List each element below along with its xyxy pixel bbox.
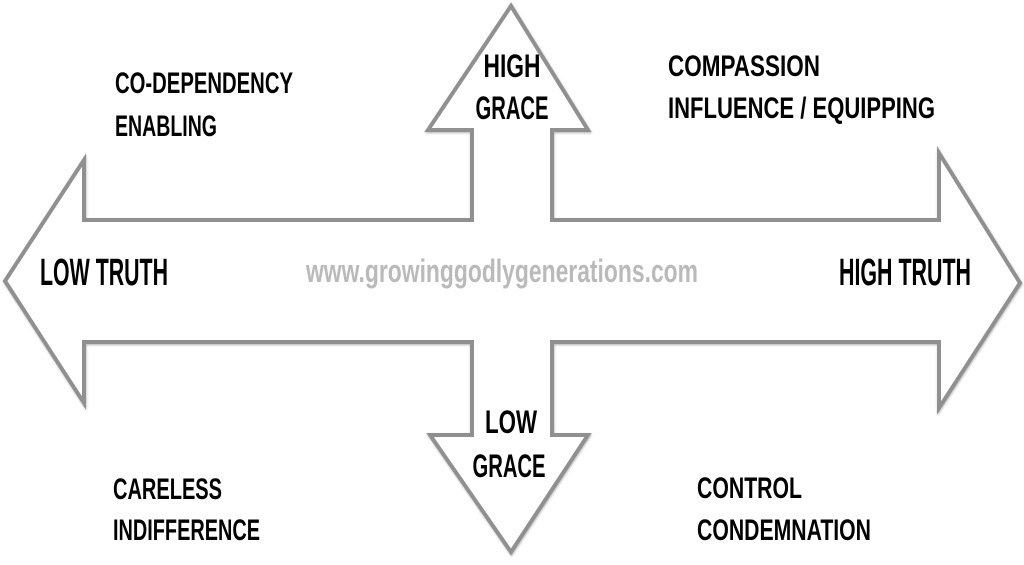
quadrant-top-right-line2: INFLUENCE / EQUIPPING — [668, 92, 935, 125]
quadrant-top-left-line2: ENABLING — [115, 110, 217, 143]
quadrant-bottom-right-line2: CONDEMNATION — [697, 514, 871, 547]
axis-label-high-truth: HIGH TRUTH — [839, 252, 971, 294]
quadrant-bottom-left-line1: CARELESS — [113, 473, 222, 506]
quadrant-top-left-line1: CO-DEPENDENCY — [115, 67, 293, 100]
axis-label-high-grace-line1: HIGH — [484, 48, 541, 84]
watermark-text: www.growinggodlygenerations.com — [305, 253, 698, 289]
quadrant-bottom-right-line1: CONTROL — [697, 472, 802, 505]
cross-arrows-outline — [2, 2, 1023, 556]
axis-label-low-grace-line1: LOW — [485, 404, 538, 440]
axis-label-low-truth: LOW TRUTH — [40, 252, 168, 294]
quadrant-bottom-left-line2: INDIFFERENCE — [113, 514, 260, 547]
quadrant-top-right-line1: COMPASSION — [668, 50, 820, 83]
axis-label-low-grace-line2: GRACE — [473, 448, 546, 484]
axis-label-high-grace-line2: GRACE — [476, 90, 549, 126]
